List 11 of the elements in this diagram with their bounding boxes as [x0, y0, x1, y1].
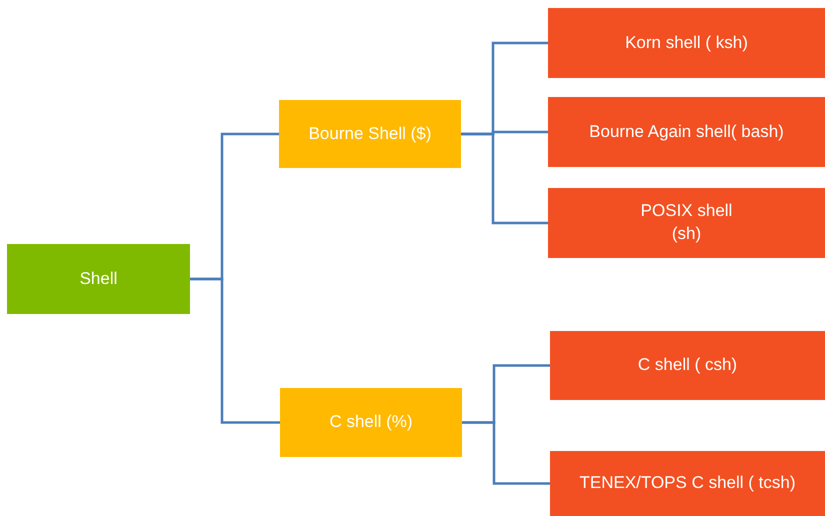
shell-box: POSIX shell (sh)	[548, 188, 825, 258]
shell-box: Korn shell ( ksh)	[548, 8, 825, 78]
shell-box: TENEX/TOPS C shell ( tcsh)	[550, 451, 825, 516]
connector-line	[461, 132, 548, 224]
category-box: Bourne Shell ($)	[279, 100, 461, 168]
category-box: C shell (%)	[280, 388, 462, 457]
connector-line	[190, 278, 280, 424]
connector-line	[462, 421, 550, 485]
shell-box: Bourne Again shell( bash)	[548, 97, 825, 167]
root-box: Shell	[7, 244, 190, 314]
shell-box: C shell ( csh)	[550, 331, 825, 400]
